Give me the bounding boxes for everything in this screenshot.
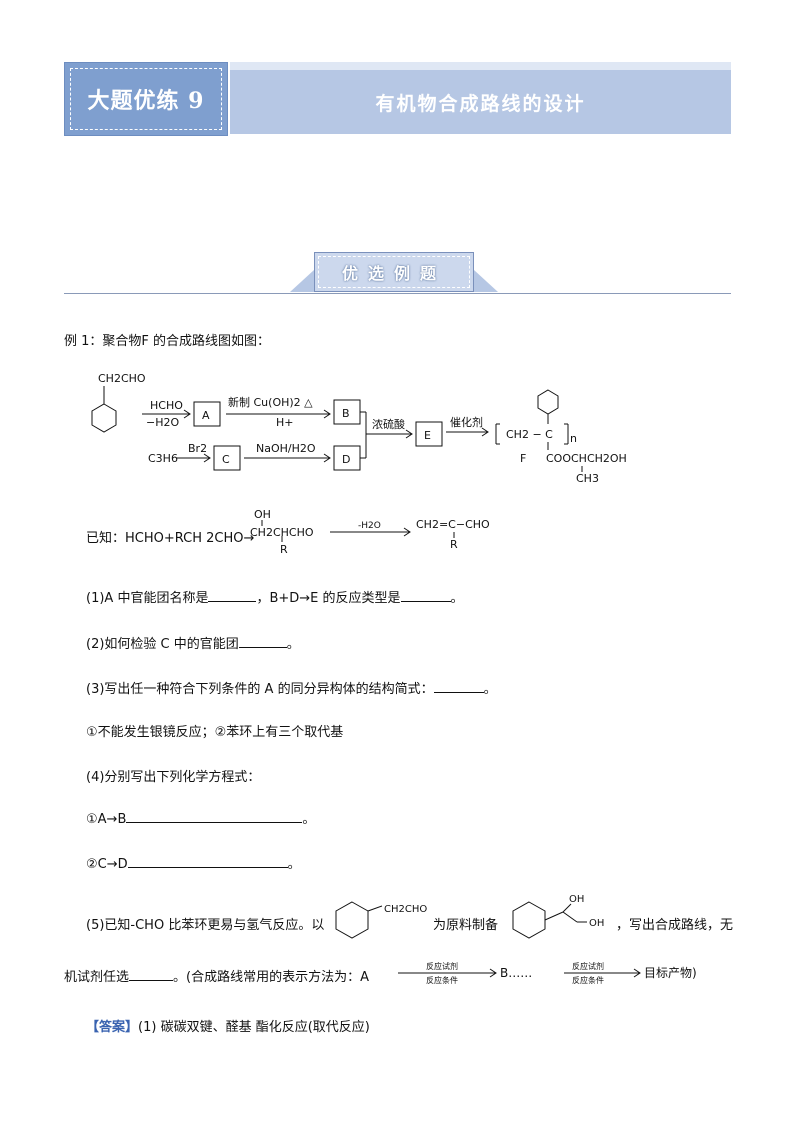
question-1: (1)A 中官能团名称是 ，B+D→E 的反应类型是 。	[86, 587, 464, 606]
known-oh: OH	[254, 508, 271, 521]
q4-2-blank[interactable]	[127, 854, 288, 868]
box-c	[213, 445, 241, 471]
arrow1-top: HCHO	[150, 399, 183, 412]
route-top-2: 反应试剂	[572, 961, 604, 971]
q5-text-b: 为原料制备	[433, 918, 499, 933]
synthesis-scheme: CH2CHO HCHO −H2O A 新制 Cu(OH)2 △ H+ B C3H…	[91, 372, 627, 485]
known-middle: CH2CHCHO	[250, 526, 314, 539]
q3-text: (3)写出任一种符合下列条件的 A 的同分异构体的结构简式：	[86, 682, 434, 697]
start-group: CH2CHO	[98, 372, 146, 385]
arrow2-top: 新制 Cu(OH)2 △	[228, 395, 313, 409]
known-prefix: 已知：	[86, 531, 126, 546]
polymer-n: n	[570, 432, 577, 445]
arrow3-top: Br2	[188, 442, 207, 455]
known-label: 已知：HCHO+RCH 2CHO→	[86, 527, 254, 546]
q5-text-c: ，写出合成路线，无	[616, 918, 734, 933]
known-product: CH2=C−CHO	[416, 518, 490, 531]
label-b: B	[342, 407, 350, 420]
q4-1-blank[interactable]	[126, 809, 303, 823]
q1-blank-1[interactable]	[208, 588, 257, 602]
q4-part-2: ②C→D 。	[86, 853, 301, 872]
section-title: 优选例题	[318, 256, 470, 288]
answer-tag: 【答案】	[86, 1020, 139, 1035]
arrow5-top: 浓硫酸	[372, 417, 405, 431]
title-decor-left	[290, 270, 314, 292]
route-mid: B……	[500, 966, 532, 980]
section-title-box: 优选例题	[314, 252, 474, 292]
q1-text-b: ，B+D→E 的反应类型是	[256, 591, 401, 606]
arrow1-bottom: −H2O	[146, 416, 179, 429]
q5-line2-text-a: 机试剂任选	[64, 970, 130, 985]
arrow2-bottom: H+	[276, 416, 294, 429]
known-r1: R	[280, 543, 288, 556]
route-bottom-1: 反应条件	[426, 975, 458, 985]
q5-text-a: (5)已知-CHO 比苯环更易与氢气反应。以	[86, 918, 325, 933]
box-e	[415, 421, 443, 447]
q5-start-group: CH2CHO	[384, 904, 427, 915]
answer-line: 【答案】(1) 碳碳双键、醛基 酯化反应(取代反应)	[86, 1016, 370, 1035]
route-top-1: 反应试剂	[426, 961, 458, 971]
box-a	[193, 401, 221, 427]
q2-text: (2)如何检验 C 中的官能团	[86, 637, 239, 652]
q5-target-structure: OH OH	[512, 894, 604, 939]
route-bottom-2: 反应条件	[572, 975, 604, 985]
q4-2-text: ②C→D	[86, 857, 128, 872]
benzene-ring-start	[91, 403, 117, 433]
q4-part-1: ①A→B 。	[86, 808, 315, 827]
question-4: (4)分别写出下列化学方程式：	[86, 770, 261, 785]
polymer-ch3: CH3	[576, 472, 599, 485]
polymer-chain: CH2 − C	[506, 428, 553, 441]
label-e: E	[424, 429, 431, 442]
q1-text-a: (1)A 中官能团名称是	[86, 591, 209, 606]
known-reaction: OH CH2CHCHO R -H2O CH2=C−CHO R	[250, 508, 490, 556]
q3-conditions: ①不能发生银镜反应；②苯环上有三个取代基	[86, 725, 344, 740]
example-label: 例 1：聚合物F 的合成路线图如图：	[64, 334, 271, 349]
q3-blank[interactable]	[433, 679, 484, 693]
title-decor-right	[474, 270, 498, 292]
q4-1-text: ①A→B	[86, 812, 127, 827]
known-condition: -H2O	[358, 521, 381, 531]
question-3: (3)写出任一种符合下列条件的 A 的同分异构体的结构简式： 。	[86, 678, 497, 697]
header-decor-strip	[230, 62, 731, 70]
q1-end: 。	[450, 591, 464, 606]
known-r2: R	[450, 538, 458, 551]
q2-blank[interactable]	[238, 634, 287, 648]
q3-end: 。	[483, 682, 497, 697]
header-right-title: 有机物合成路线的设计	[230, 70, 731, 134]
answer-text: (1) 碳碳双键、醛基 酯化反应(取代反应)	[138, 1020, 370, 1035]
q4-2-end: 。	[287, 857, 301, 872]
benzene-ring-polymer	[537, 389, 559, 415]
label-d: D	[342, 453, 350, 466]
arrow4-top: NaOH/H2O	[256, 442, 316, 455]
q4-1-end: 。	[302, 812, 316, 827]
q5-start-structure: CH2CHO	[335, 901, 427, 939]
label-a: A	[202, 409, 210, 422]
polymer-ester: COOCHCH2OH	[546, 452, 627, 465]
route-end: 目标产物)	[644, 966, 697, 980]
route-notation: 反应试剂 反应条件 反应试剂 反应条件 B…… 目标产物)	[398, 961, 697, 985]
arrow6-top: 催化剂	[450, 415, 483, 429]
known-reactants: HCHO+RCH 2CHO→	[125, 531, 255, 546]
polymer-label: F	[520, 452, 526, 465]
q5-line-2: 机试剂任选 。(合成路线常用的表示方法为：A	[64, 966, 369, 985]
section-rule	[64, 293, 731, 294]
c3h6: C3H6	[148, 452, 178, 465]
q5-line2-text-b: 。(合成路线常用的表示方法为：A	[173, 970, 369, 985]
q1-blank-2[interactable]	[400, 588, 451, 602]
header-left-badge: 大题优练 9	[64, 62, 228, 136]
question-2: (2)如何检验 C 中的官能团 。	[86, 633, 300, 652]
q2-end: 。	[286, 637, 300, 652]
q5-blank[interactable]	[129, 967, 174, 981]
q5-oh-1: OH	[569, 894, 584, 905]
q5-oh-2: OH	[589, 918, 604, 929]
label-c: C	[222, 453, 230, 466]
header-left-title: 大题优练 9	[70, 68, 222, 130]
